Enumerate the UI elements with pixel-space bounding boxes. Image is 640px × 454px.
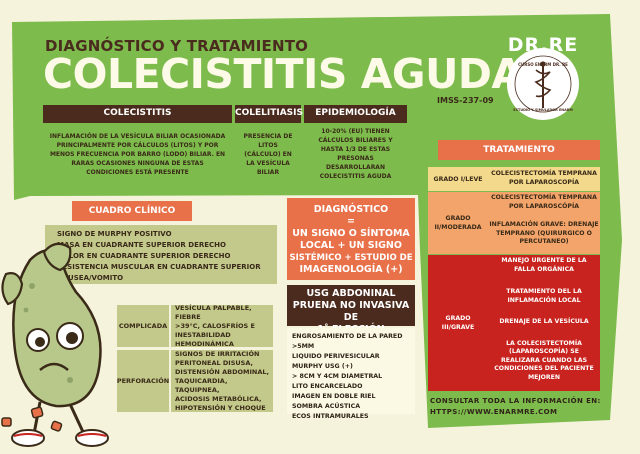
cuadro-clinico-header: CUADRO CLÍNICO [72, 201, 192, 221]
footer-info: CONSULTAR TODA LA INFORMACIÓN EN: HTTPS:… [430, 396, 620, 418]
usg-findings: ENGROSAMIENTO DE LA PARED >5MM LIQUIDO P… [287, 328, 415, 420]
usg-finding: > 8CM Y 4CM DIAMETRAL [292, 373, 383, 380]
diagnostico-box: DIAGNÓSTICO = UN SIGNO O SÍNTOMA LOCAL +… [287, 198, 415, 280]
dr-re-logo: DR.RE CURSO ENARM DR. RE ESTUDIO Y SIMUL… [498, 34, 588, 124]
colelitiasis-definition: PRESENCIA DE LITOS (CÁLCULO) EN LA VESÍC… [235, 125, 301, 183]
usg-finding: IMAGEN EN DOBLE RIEL [292, 393, 376, 400]
grade-2-label: GRADO II/MODERADA [428, 192, 488, 254]
clinical-sign: DOLOR EN CUADRANTE SUPERIOR DERECHO [57, 252, 231, 260]
clinical-sign: MASA EN CUADRANTE SUPERIOR DERECHO [57, 241, 226, 249]
grade-3-treatment: MANEJO URGENTE DE LA FALLA ORGÁNICA TRAT… [488, 255, 600, 391]
grade-3-label: GRADO III/GRAVE [428, 255, 488, 391]
usg-finding: ENGROSAMIENTO DE LA PARED >5MM [292, 333, 403, 350]
gallbladder-mascot-illustration [1, 242, 109, 447]
usg-finding: LITO ENCARCELADO [292, 383, 363, 390]
usg-header: USG ABDONINAL PRUENA NO INVASIVA DE 1˚ E… [287, 285, 415, 335]
grade-2-treatment: COLECISTECTOMÍA TEMPRANA POR LAPAROSCÓPÍ… [488, 192, 600, 254]
grade-1-label: GRADO I/LEVE [428, 167, 488, 191]
page-title: COLECISTITIS AGUDA [43, 50, 523, 98]
colecistitis-definition: INFLAMACIÓN DE LA VESÍCULA BILIAR OCASIO… [43, 125, 232, 183]
footer-link[interactable]: HTTPS://WWW.ENARMRE.COM [430, 408, 558, 416]
perforacion-label: PERFORACIÓN [117, 350, 169, 412]
epidemiologia-header: EPIDEMIOLOGÍA [304, 105, 407, 123]
colelitiasis-header: COLELITIASIS [235, 105, 303, 123]
footer-text: CONSULTAR TODA LA INFORMACIÓN EN: [430, 397, 601, 405]
epidemiologia-definition: 10-20% (EU) TIENEN CÁLCULOS BILIARES Y H… [304, 125, 407, 183]
page-subtitle: DIAGNÓSTICO Y TRATAMIENTO [45, 37, 309, 55]
usg-finding: SOMBRA ACÚSTICA [292, 403, 361, 410]
logo-ring-bottom: ESTUDIO Y SIMULADOR ENARM [513, 108, 573, 112]
perforacion-description: SIGNOS DE IRRITACIÓN PERITONEAL DISUSA, … [171, 350, 273, 412]
colecistitis-header: COLECISTITIS [43, 105, 232, 123]
guideline-code: IMSS-237-09 [437, 96, 494, 105]
usg-finding: LIQUIDO PERIVESICULAR [292, 353, 380, 360]
clinical-sign: NAUSEA/VOMITO [57, 274, 124, 282]
logo-ring-top: CURSO ENARM DR. RE [518, 62, 568, 67]
cuadro-clinico-list: SIGNO DE MURPHY POSITIVO MASA EN CUADRAN… [45, 225, 277, 284]
complicada-description: VESÍCULA PALPABLE, FIEBRE >39°C, CALOSFR… [171, 304, 273, 348]
grade-1-treatment: COLECISTECTOMÍA TEMPRANA POR LAPAROSCOPÍ… [488, 167, 600, 191]
usg-finding: MURPHY USG (+) [292, 363, 353, 370]
tratamiento-header: TRATAMIENTO [438, 140, 600, 160]
clinical-sign: RESISTENCIA MUSCULAR EN CUADRANTE SUPERI… [57, 263, 261, 271]
clinical-sign: SIGNO DE MURPHY POSITIVO [57, 230, 172, 238]
complicada-label: COMPLICADA [117, 305, 169, 347]
logo-name: DR.RE [507, 34, 579, 56]
usg-finding: ECOS INTRAMURALES [292, 413, 369, 420]
